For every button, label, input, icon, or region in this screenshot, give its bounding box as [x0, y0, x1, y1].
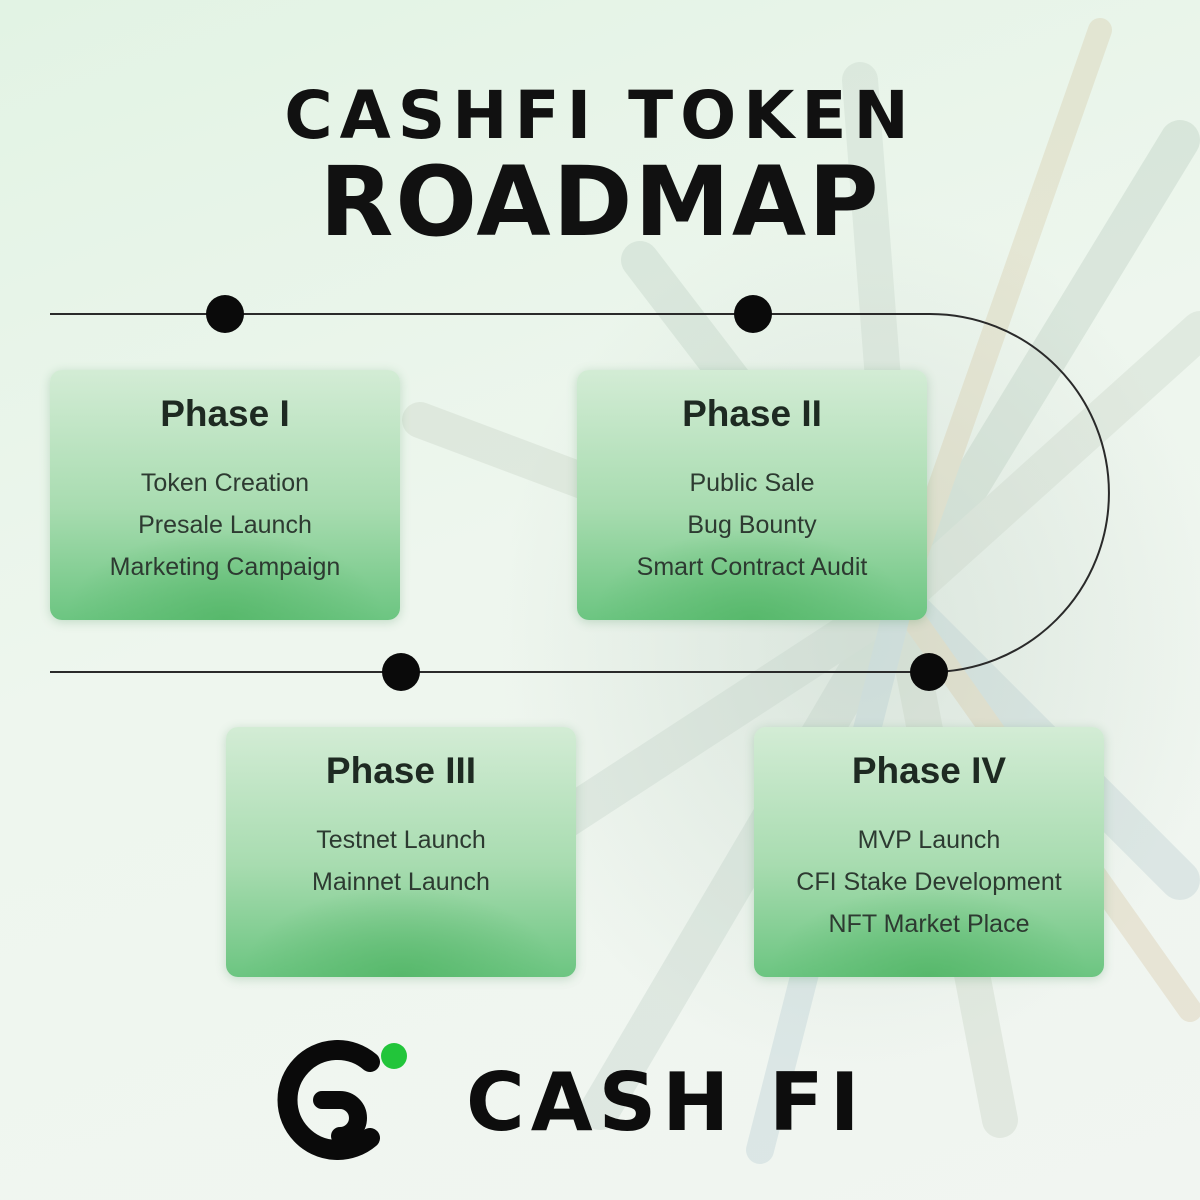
- phase-card-1: Phase I Token Creation Presale Launch Ma…: [50, 370, 400, 620]
- phase-title: Phase II: [682, 393, 822, 434]
- phase-item: Smart Contract Audit: [636, 553, 868, 581]
- phase-item-list: MVP Launch CFI Stake Development NFT Mar…: [754, 819, 1104, 945]
- logo-accent-dot: [381, 1043, 407, 1069]
- phase-card-3: Phase III Testnet Launch Mainnet Launch: [226, 727, 576, 977]
- phase-item: Public Sale: [689, 469, 815, 497]
- phase-item: Token Creation: [140, 469, 310, 497]
- title-line-1: CASHFI TOKEN: [284, 77, 916, 154]
- phase-title: Phase I: [160, 393, 290, 434]
- timeline-dot-phase-3: [382, 653, 420, 691]
- phase-item: CFI Stake Development: [796, 868, 1062, 896]
- phase-item: Mainnet Launch: [312, 868, 490, 896]
- phase-item-list: Testnet Launch Mainnet Launch: [226, 819, 576, 903]
- phase-item: Marketing Campaign: [109, 553, 341, 581]
- brand-name: CASH FI: [466, 1056, 866, 1149]
- phase-item-list: Public Sale Bug Bounty Smart Contract Au…: [577, 462, 927, 588]
- phase-title: Phase III: [325, 750, 477, 791]
- timeline-dot-phase-1: [206, 295, 244, 333]
- phase-title: Phase IV: [851, 750, 1007, 791]
- phase-item: Presale Launch: [138, 511, 312, 539]
- phase-item: Bug Bounty: [687, 511, 817, 539]
- cashfi-logo-icon: [277, 1040, 407, 1160]
- title-line-2: ROADMAP: [319, 146, 881, 258]
- phase-item: NFT Market Place: [828, 910, 1030, 938]
- timeline-path: [50, 313, 1110, 673]
- phase-item: MVP Launch: [857, 826, 1001, 854]
- timeline-dot-phase-4: [910, 653, 948, 691]
- timeline-dot-phase-2: [734, 295, 772, 333]
- phase-item: Testnet Launch: [316, 826, 486, 854]
- phase-card-2: Phase II Public Sale Bug Bounty Smart Co…: [577, 370, 927, 620]
- phase-card-4: Phase IV MVP Launch CFI Stake Developmen…: [754, 727, 1104, 977]
- phase-item-list: Token Creation Presale Launch Marketing …: [50, 462, 400, 588]
